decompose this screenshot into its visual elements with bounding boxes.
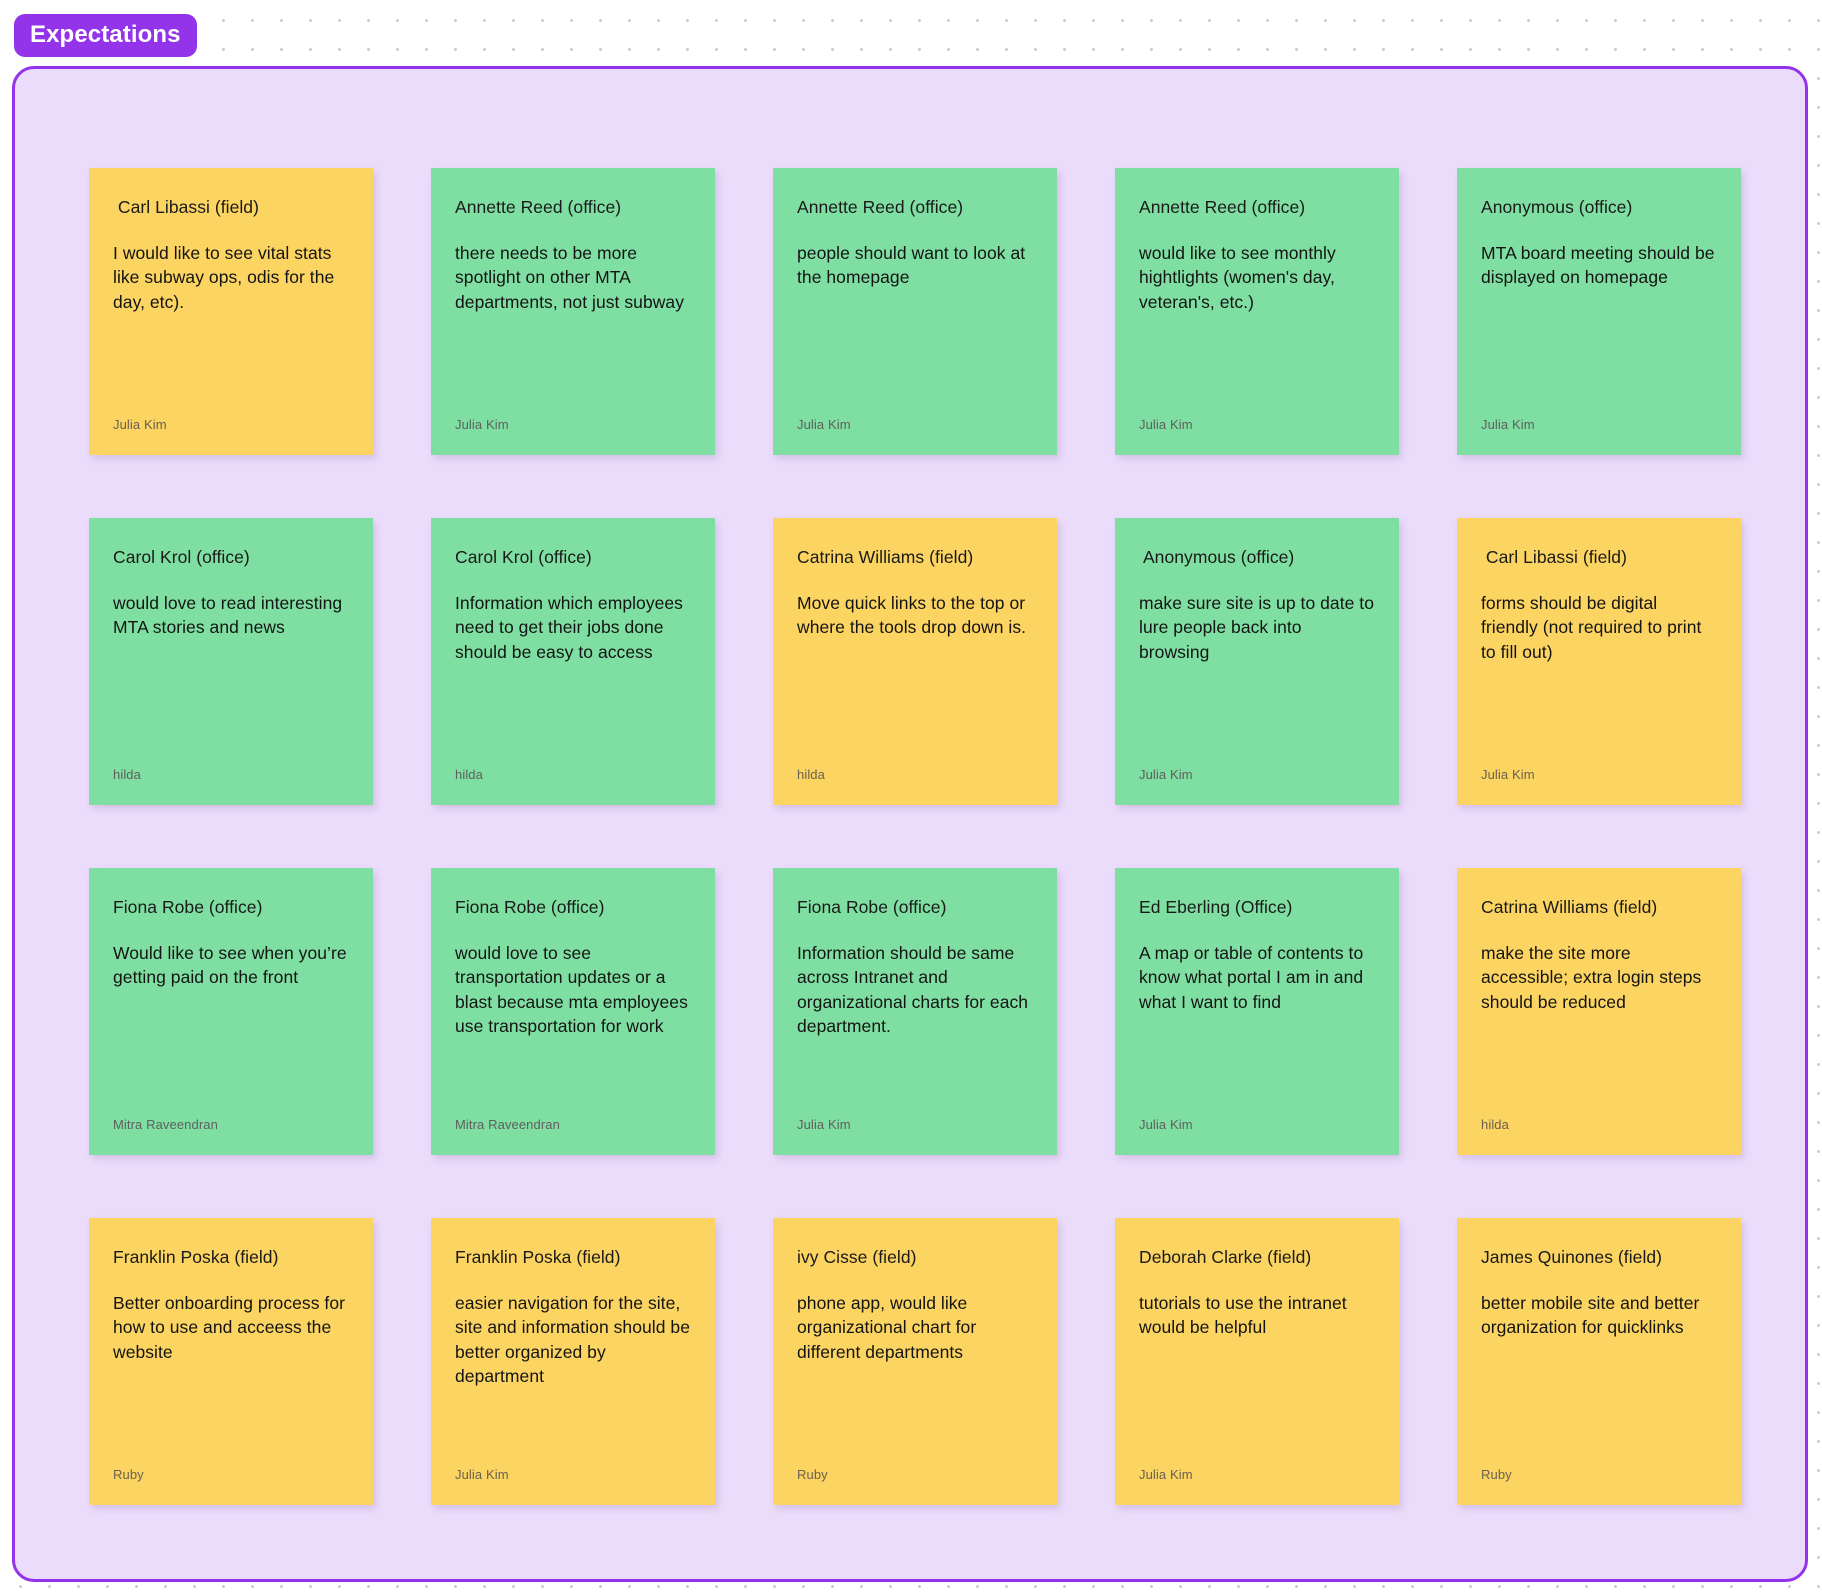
- sticky-note[interactable]: Ed Eberling (Office) A map or table of co…: [1115, 868, 1399, 1155]
- sticky-note-attribution: Catrina Williams (field): [797, 547, 974, 567]
- sticky-note-owner: Julia Kim: [1139, 767, 1193, 783]
- frame-title-chip[interactable]: Expectations: [14, 14, 197, 58]
- sticky-note-body: phone app, would like organizational cha…: [797, 1293, 977, 1362]
- sticky-note[interactable]: ivy Cisse (field) phone app, would like o…: [773, 1218, 1057, 1505]
- sticky-note-body: people should want to look at the homepa…: [797, 243, 1026, 288]
- sticky-note-owner: Ruby: [797, 1467, 828, 1483]
- sticky-note-body: make sure site is up to date to lure peo…: [1139, 593, 1375, 662]
- sticky-note-owner: hilda: [797, 767, 825, 783]
- sticky-note-owner: Julia Kim: [797, 1117, 851, 1133]
- sticky-note-owner: hilda: [1481, 1117, 1509, 1133]
- sticky-note[interactable]: Carl Libassi (field) I would like to see …: [89, 168, 373, 455]
- sticky-note-attribution: Anonymous (office): [1481, 197, 1633, 217]
- sticky-note-body: would like to see monthly hightlights (w…: [1139, 243, 1336, 312]
- sticky-note-attribution: Carl Libassi (field): [1481, 547, 1627, 567]
- sticky-note-owner: Julia Kim: [455, 1467, 509, 1483]
- sticky-note[interactable]: Anonymous (office) MTA board meeting shou…: [1457, 168, 1741, 455]
- sticky-note[interactable]: Catrina Williams (field) Move quick links…: [773, 518, 1057, 805]
- sticky-note-owner: Julia Kim: [455, 417, 509, 433]
- sticky-note-owner: Mitra Raveendran: [455, 1117, 560, 1133]
- sticky-note[interactable]: Annette Reed (office) would like to see m…: [1115, 168, 1399, 455]
- sticky-note-attribution: James Quinones (field): [1481, 1247, 1663, 1267]
- sticky-note-owner: Julia Kim: [1139, 417, 1193, 433]
- sticky-note-body: would love to see transportation updates…: [455, 943, 688, 1037]
- sticky-note[interactable]: Fiona Robe (office) Would like to see whe…: [89, 868, 373, 1155]
- sticky-note[interactable]: Deborah Clarke (field) tutorials to use t…: [1115, 1218, 1399, 1505]
- sticky-note[interactable]: Carol Krol (office) would love to read in…: [89, 518, 373, 805]
- sticky-note-owner: hilda: [455, 767, 483, 783]
- sticky-note-body: tutorials to use the intranet would be h…: [1139, 1293, 1347, 1338]
- sticky-note-body: there needs to be more spotlight on othe…: [455, 243, 685, 312]
- sticky-note-attribution: Ed Eberling (Office): [1139, 897, 1293, 917]
- sticky-note-owner: Julia Kim: [797, 417, 851, 433]
- sticky-note-owner: hilda: [113, 767, 141, 783]
- sticky-note-body: Better onboarding process for how to use…: [113, 1293, 346, 1362]
- sticky-note[interactable]: Catrina Williams (field) make the site mo…: [1457, 868, 1741, 1155]
- sticky-note[interactable]: Annette Reed (office) there needs to be m…: [431, 168, 715, 455]
- sticky-note[interactable]: Carol Krol (office) Information which emp…: [431, 518, 715, 805]
- sticky-note-attribution: Annette Reed (office): [1139, 197, 1306, 217]
- sticky-note-body: make the site more accessible; extra log…: [1481, 943, 1702, 1012]
- sticky-note-attribution: Franklin Poska (field): [113, 1247, 279, 1267]
- sticky-note-grid: Carl Libassi (field) I would like to see …: [89, 168, 1741, 1505]
- sticky-note-attribution: Carl Libassi (field): [113, 197, 259, 217]
- sticky-note-body: Information which employees need to get …: [455, 593, 683, 662]
- sticky-note-attribution: Annette Reed (office): [455, 197, 622, 217]
- sticky-note-attribution: ivy Cisse (field): [797, 1247, 917, 1267]
- sticky-note-attribution: Franklin Poska (field): [455, 1247, 621, 1267]
- sticky-note[interactable]: Carl Libassi (field) forms should be digi…: [1457, 518, 1741, 805]
- sticky-note-attribution: Annette Reed (office): [797, 197, 964, 217]
- sticky-note[interactable]: James Quinones (field) better mobile site…: [1457, 1218, 1741, 1505]
- sticky-note-attribution: Anonymous (office): [1139, 547, 1295, 567]
- sticky-note-body: MTA board meeting should be displayed on…: [1481, 243, 1715, 288]
- sticky-note-owner: Julia Kim: [1481, 417, 1535, 433]
- sticky-note-attribution: Carol Krol (office): [455, 547, 592, 567]
- sticky-note-body: I would like to see vital stats like sub…: [113, 243, 335, 312]
- sticky-note-attribution: Fiona Robe (office): [455, 897, 605, 917]
- sticky-note-attribution: Fiona Robe (office): [797, 897, 947, 917]
- sticky-note[interactable]: Anonymous (office) make sure site is up t…: [1115, 518, 1399, 805]
- sticky-note[interactable]: Franklin Poska (field) Better onboarding …: [89, 1218, 373, 1505]
- sticky-note[interactable]: Franklin Poska (field) easier navigation …: [431, 1218, 715, 1505]
- sticky-note-attribution: Fiona Robe (office): [113, 897, 263, 917]
- sticky-note-attribution: Deborah Clarke (field): [1139, 1247, 1312, 1267]
- sticky-note-owner: Julia Kim: [1139, 1467, 1193, 1483]
- sticky-note-body: would love to read interesting MTA stori…: [113, 593, 343, 638]
- sticky-note-attribution: Carol Krol (office): [113, 547, 250, 567]
- sticky-note-owner: Julia Kim: [1139, 1117, 1193, 1133]
- sticky-note-owner: Julia Kim: [113, 417, 167, 433]
- sticky-note[interactable]: Fiona Robe (office) Information should be…: [773, 868, 1057, 1155]
- sticky-note-body: forms should be digital friendly (not re…: [1481, 593, 1702, 662]
- sticky-note-body: Information should be same across Intran…: [797, 943, 1029, 1037]
- expectations-frame-board[interactable]: Carl Libassi (field) I would like to see …: [12, 66, 1808, 1582]
- sticky-note-owner: Mitra Raveendran: [113, 1117, 218, 1133]
- sticky-note-attribution: Catrina Williams (field): [1481, 897, 1658, 917]
- sticky-note-owner: Julia Kim: [1481, 767, 1535, 783]
- sticky-note-owner: Ruby: [1481, 1467, 1512, 1483]
- sticky-note-body: A map or table of contents to know what …: [1139, 943, 1364, 1012]
- sticky-note-body: Would like to see when you’re getting pa…: [113, 943, 347, 988]
- sticky-note-body: easier navigation for the site, site and…: [455, 1293, 690, 1387]
- sticky-note[interactable]: Fiona Robe (office) would love to see tra…: [431, 868, 715, 1155]
- sticky-note[interactable]: Annette Reed (office) people should want …: [773, 168, 1057, 455]
- sticky-note-body: better mobile site and better organizati…: [1481, 1293, 1700, 1338]
- sticky-note-body: Move quick links to the top or where the…: [797, 593, 1027, 638]
- sticky-note-owner: Ruby: [113, 1467, 144, 1483]
